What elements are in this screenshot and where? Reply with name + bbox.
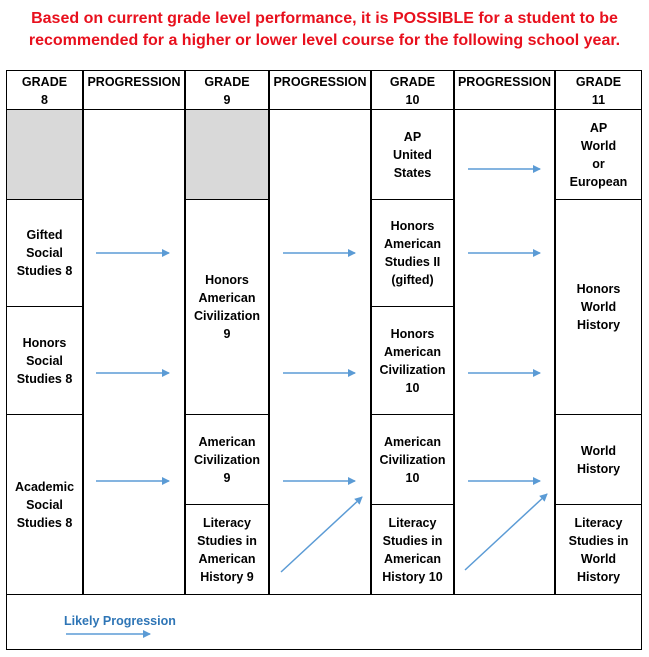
progression-column-1 [83, 109, 185, 595]
header-progression-2: PROGRESSION [269, 70, 371, 110]
title-line-1: Based on current grade level performance… [31, 10, 618, 27]
grade11-world-history: World History [555, 414, 642, 505]
grade8-gifted-social-studies: Gifted Social Studies 8 [6, 199, 83, 307]
progression-column-2 [269, 109, 371, 595]
page-title: Based on current grade level performance… [0, 8, 649, 52]
legend-label: Likely Progression [64, 614, 176, 628]
header-grade-8: GRADE 8 [6, 70, 83, 110]
grade10-ap-united-states: AP United States [371, 109, 454, 200]
arrow-literacy10-to-world11 [464, 493, 548, 571]
arrow-literacy9-to-american10 [280, 496, 363, 573]
grade10-literacy-studies: Literacy Studies in American History 10 [371, 504, 454, 595]
grade9-honors-american-civilization: Honors American Civilization 9 [185, 199, 269, 415]
grade8-honors-social-studies: Honors Social Studies 8 [6, 306, 83, 415]
progression-column-3 [454, 109, 555, 595]
grade9-literacy-studies: Literacy Studies in American History 9 [185, 504, 269, 595]
header-grade-9: GRADE 9 [185, 70, 269, 110]
grade11-honors-world-history: Honors World History [555, 199, 642, 415]
title-line-2: recommended for a higher or lower level … [28, 32, 621, 49]
grade8-empty-cell [6, 109, 83, 200]
grade8-academic-social-studies: Academic Social Studies 8 [6, 414, 83, 595]
header-grade-10: GRADE 10 [371, 70, 454, 110]
grade9-american-civilization: American Civilization 9 [185, 414, 269, 505]
grade9-empty-cell [185, 109, 269, 200]
grade10-american-civilization: American Civilization 10 [371, 414, 454, 505]
header-progression-1: PROGRESSION [83, 70, 185, 110]
grade10-honors-american-studies-ii: Honors American Studies II (gifted) [371, 199, 454, 307]
grade11-literacy-studies: Literacy Studies in World History [555, 504, 642, 595]
grade10-honors-american-civilization: Honors American Civilization 10 [371, 306, 454, 415]
grade11-ap-world-or-european: AP World or European [555, 109, 642, 200]
